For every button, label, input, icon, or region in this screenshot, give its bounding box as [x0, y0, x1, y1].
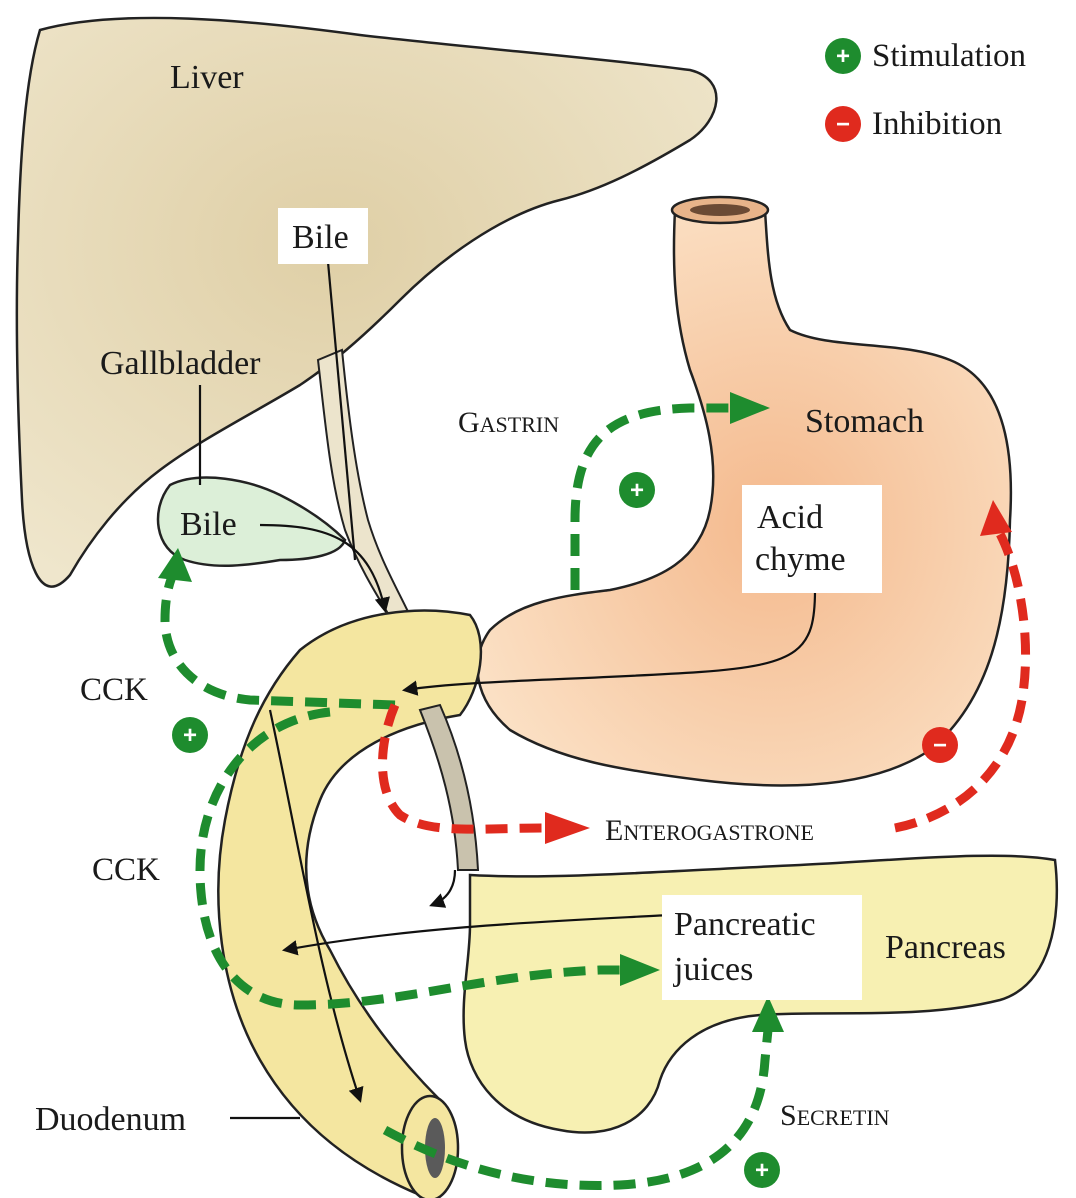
secretin-sign: +: [755, 1157, 769, 1184]
stomach-label: Stomach: [805, 403, 924, 440]
bile-top-label: Bile: [292, 219, 349, 256]
duct-outflow-arrow: [432, 870, 455, 905]
enterogastrone-label: ENTEROGASTRONE: [605, 814, 814, 847]
gallbladder-label: Gallbladder: [100, 345, 261, 382]
duodenum-label: Duodenum: [35, 1101, 186, 1138]
cck-upper-label: CCK: [80, 672, 148, 708]
bile-gallbladder-label: Bile: [180, 506, 237, 543]
inhibition-legend-label: Inhibition: [872, 106, 1002, 142]
acid-chyme-label-line2: chyme: [755, 541, 846, 578]
gastrin-label: GASTRIN: [458, 406, 559, 439]
bile-duct: [318, 350, 412, 625]
cck-sign: +: [183, 722, 197, 749]
pancreatic-juices-label-line2: juices: [673, 951, 753, 988]
liver: [17, 18, 717, 587]
esophagus-lumen: [690, 204, 750, 216]
inhibition-legend-sign: −: [836, 111, 850, 138]
enterogastrone-arrowhead: [545, 812, 590, 844]
gastrin-sign: +: [630, 477, 644, 504]
stimulation-legend-sign: +: [836, 43, 850, 70]
common-bile-duct: [420, 705, 478, 870]
pancreatic-juices-label-line1: Pancreatic: [674, 906, 816, 943]
pancreas-label: Pancreas: [885, 929, 1006, 966]
enterogastrone-sign: −: [933, 732, 947, 759]
liver-label: Liver: [170, 59, 244, 96]
secretin-label: SECRETIN: [780, 1099, 890, 1132]
cck-lower-label: CCK: [92, 852, 160, 888]
acid-chyme-label-line1: Acid: [757, 499, 823, 536]
stimulation-legend-label: Stimulation: [872, 38, 1026, 74]
